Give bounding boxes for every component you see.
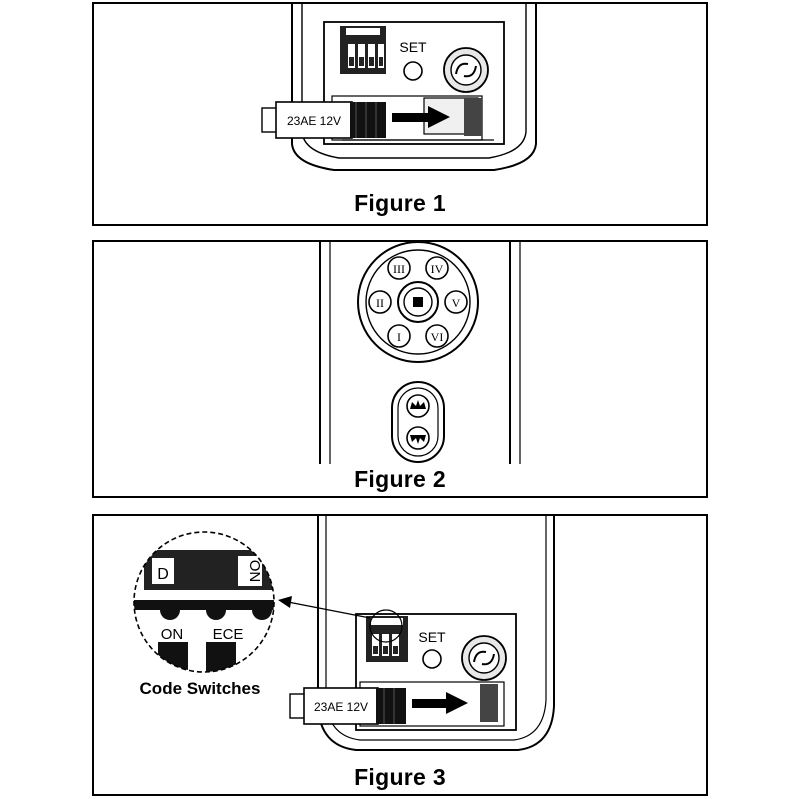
button-vi[interactable]: VI [425, 324, 449, 348]
stop-icon [413, 297, 423, 307]
zoom-callout-line [287, 601, 371, 619]
zoom-label-ece: ECE [213, 626, 244, 643]
set-label: SET [418, 629, 446, 645]
dip-switch-block [340, 26, 386, 74]
button-vi-label: VI [431, 330, 444, 344]
insert-arrow-icon [412, 692, 468, 714]
figure-2-panel: III IV II V I VI [92, 240, 708, 498]
button-v-label: V [452, 296, 461, 310]
figure-2-caption: Figure 2 [354, 466, 446, 492]
button-ii-label: II [376, 296, 384, 310]
set-button[interactable] [403, 61, 423, 81]
set-button[interactable] [422, 649, 442, 669]
light-off-button[interactable] [406, 426, 430, 450]
button-iii-label: III [393, 262, 405, 276]
light-on-button[interactable] [406, 394, 430, 418]
button-i[interactable]: I [387, 324, 411, 348]
button-iv[interactable]: IV [425, 256, 449, 280]
battery [261, 101, 386, 139]
stop-button[interactable] [397, 281, 439, 323]
button-i-label: I [397, 330, 401, 344]
figure-3-drawing: SET 23AE 12V [133, 516, 555, 751]
battery-label: 23AE 12V [287, 114, 341, 128]
set-label: SET [399, 39, 427, 55]
zoom-label-on: ON [161, 626, 184, 643]
code-switches-label: Code Switches [140, 679, 261, 698]
zoom-label-on-top: ON [246, 560, 263, 583]
battery [289, 687, 406, 725]
figure-1-caption: Figure 1 [354, 190, 446, 216]
button-ii[interactable]: II [368, 290, 392, 314]
zoom-circle [133, 531, 275, 673]
zoom-label-d: D [157, 566, 169, 583]
battery-contact-spring [480, 684, 498, 722]
remote-housing-inner [301, 4, 527, 159]
zoom-detail [134, 532, 274, 672]
figure-1-panel: SET 23AE 12V Figure 1 [92, 2, 708, 226]
figure-2-drawing: III IV II V I VI [319, 242, 521, 464]
lens-icon [443, 47, 489, 93]
figure-3-caption: Figure 3 [354, 764, 446, 790]
figure-1-drawing: SET 23AE 12V [261, 4, 537, 171]
button-v[interactable]: V [444, 290, 468, 314]
figure-3-panel: SET 23AE 12V [92, 514, 708, 796]
zoom-target-circle [369, 609, 403, 643]
battery-contact-spring [464, 98, 482, 136]
zoom-arrow-icon [278, 596, 292, 608]
battery-label: 23AE 12V [314, 700, 368, 714]
button-iii[interactable]: III [387, 256, 411, 280]
light-on-icon [410, 400, 426, 409]
button-iv-label: IV [431, 262, 444, 276]
lens-icon [461, 635, 507, 681]
light-off-icon [410, 435, 426, 444]
dip-switch-block [366, 616, 408, 662]
insert-arrow-icon [392, 106, 450, 128]
